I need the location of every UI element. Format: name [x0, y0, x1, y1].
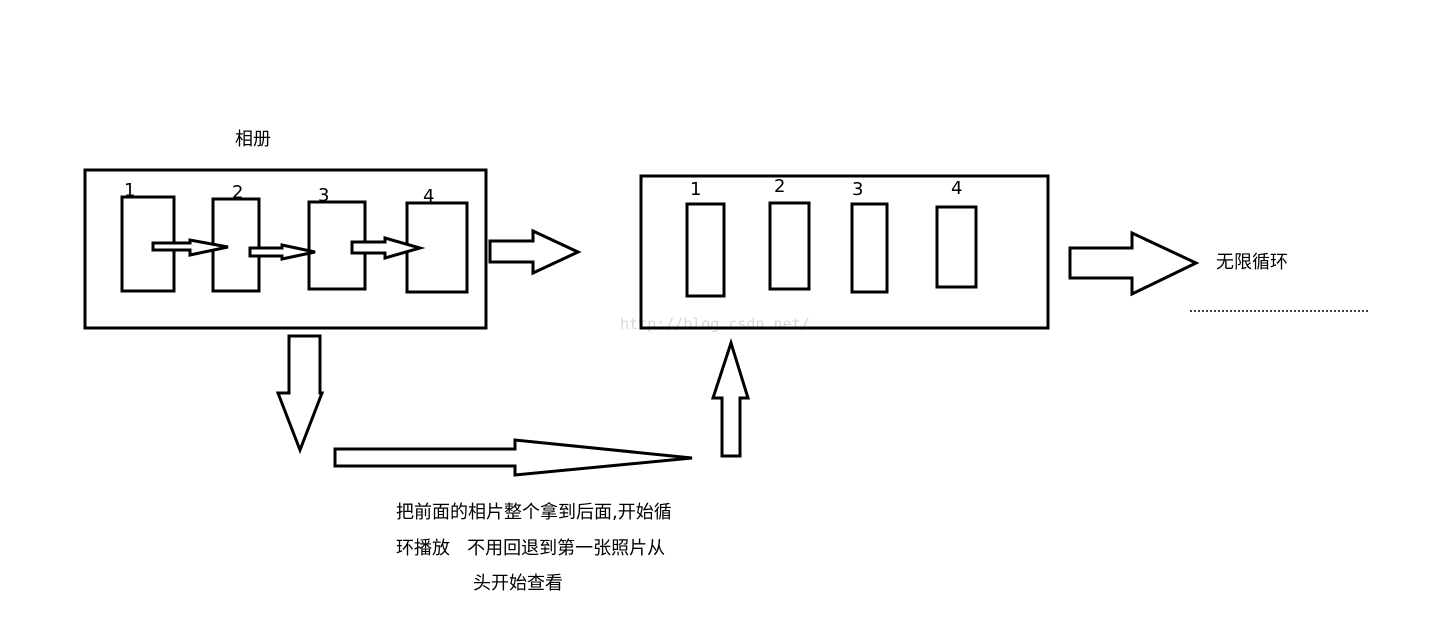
album-title: 相册: [235, 129, 271, 150]
result-photo-1: [685, 202, 726, 298]
long-right-arrow: [333, 438, 693, 477]
up-arrow: [710, 338, 751, 458]
loop-label: 无限循环: [1216, 252, 1288, 273]
description-line-2: 环播放 不用回退到第一张照片从: [396, 538, 666, 559]
result-label-1: 1: [690, 179, 701, 200]
down-arrow: [275, 334, 325, 455]
small-arrow-1-2: [151, 238, 229, 257]
photo-label-4: 4: [423, 186, 434, 207]
album-box: [83, 168, 488, 330]
small-arrow-3-4: [350, 236, 426, 260]
right-arrow-1: [488, 228, 582, 276]
result-label-4: 4: [951, 178, 962, 199]
album-box-result: [639, 174, 1050, 330]
result-label-2: 2: [774, 176, 785, 197]
photo-label-3: 3: [318, 185, 329, 206]
small-arrow-2-3: [248, 243, 316, 261]
result-photo-3: [850, 202, 889, 294]
result-label-3: 3: [852, 179, 863, 200]
photo-label-1: 1: [124, 180, 135, 201]
result-photo-2: [768, 201, 811, 291]
photo-label-2: 2: [232, 182, 243, 203]
watermark: http://blog.csdn.net/: [620, 315, 810, 333]
description-line-3: 头开始查看: [473, 573, 563, 594]
result-photo-4: [935, 205, 978, 289]
right-arrow-2: [1068, 230, 1200, 297]
description-line-1: 把前面的相片整个拿到后面,开始循: [396, 502, 672, 523]
